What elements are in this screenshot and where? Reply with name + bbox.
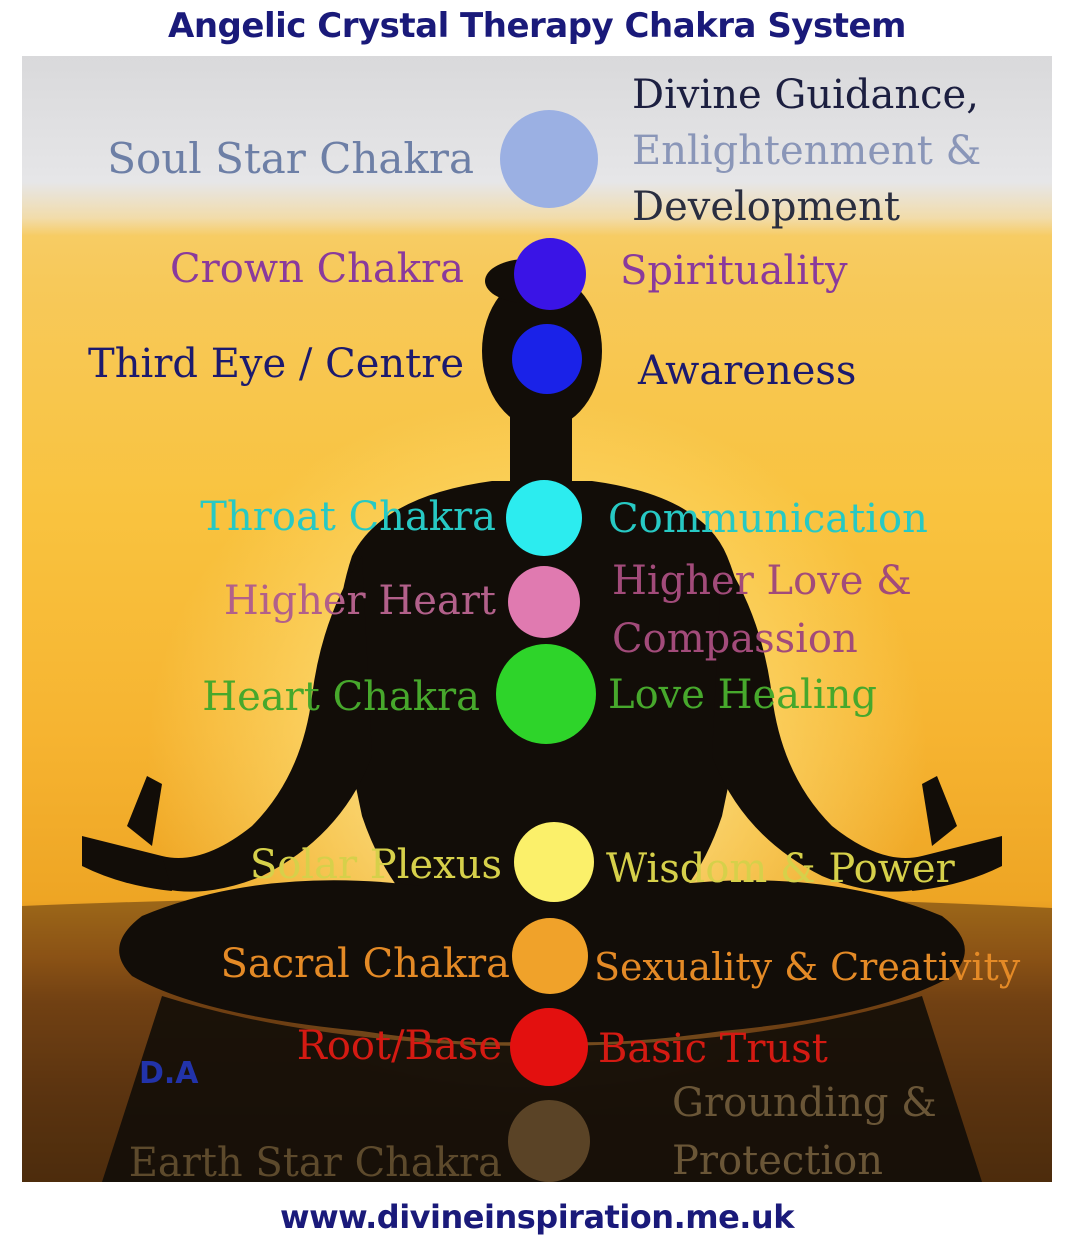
chakra-name: Crown Chakra [170,246,464,292]
sacral-chakra-dot [512,918,588,994]
chakra-name: Earth Star Chakra [128,1140,502,1182]
chakra-name: Heart Chakra [202,674,480,720]
crown-chakra-dot [514,238,586,310]
chakra-meaning: Higher Love & [612,558,912,604]
chakra-meaning: Grounding & [672,1080,937,1126]
website-url[interactable]: www.divineinspiration.me.uk [280,1198,794,1236]
higher-heart-chakra-dot [508,566,580,638]
chakra-name: Throat Chakra [200,494,496,540]
heart-chakra-dot [496,644,596,744]
chakra-meaning: Enlightenment & [632,128,982,174]
solar-plexus-chakra-dot [514,822,594,902]
chakra-meaning: Compassion [612,616,858,662]
chakra-meaning: Spirituality [620,248,848,294]
author-initials: D.A [139,1056,199,1091]
chakra-meaning: Awareness [638,348,857,394]
chakra-name: Sacral Chakra [220,941,510,987]
chakra-name: Third Eye / Centre [88,341,464,387]
third-eye-chakra-dot [512,324,582,394]
chakra-meaning: Basic Trust [598,1026,828,1072]
chakra-meaning: Communication [608,496,928,542]
chakra-name: Soul Star Chakra [107,134,474,183]
chakra-meaning: Divine Guidance, [632,72,979,118]
diagram-title: Angelic Crystal Therapy Chakra System [168,6,906,46]
chakra-name: Solar Plexus [249,842,502,888]
chakra-meaning: Sexuality & Creativity [594,945,1021,989]
chakra-name: Root/Base [296,1023,502,1069]
chakra-scene: Soul Star Chakra Crown Chakra Third Eye … [22,56,1052,1182]
earth-star-chakra-dot [508,1100,590,1182]
chakra-name: Higher Heart [223,578,496,624]
chakra-meaning: Development [632,184,900,230]
soul-star-chakra-dot [500,110,598,208]
root-chakra-dot [510,1008,588,1086]
throat-chakra-dot [506,480,582,556]
chakra-meaning: Wisdom & Power [606,846,955,892]
chakra-meaning: Protection [672,1138,883,1182]
chakra-meaning: Love Healing [608,672,877,718]
